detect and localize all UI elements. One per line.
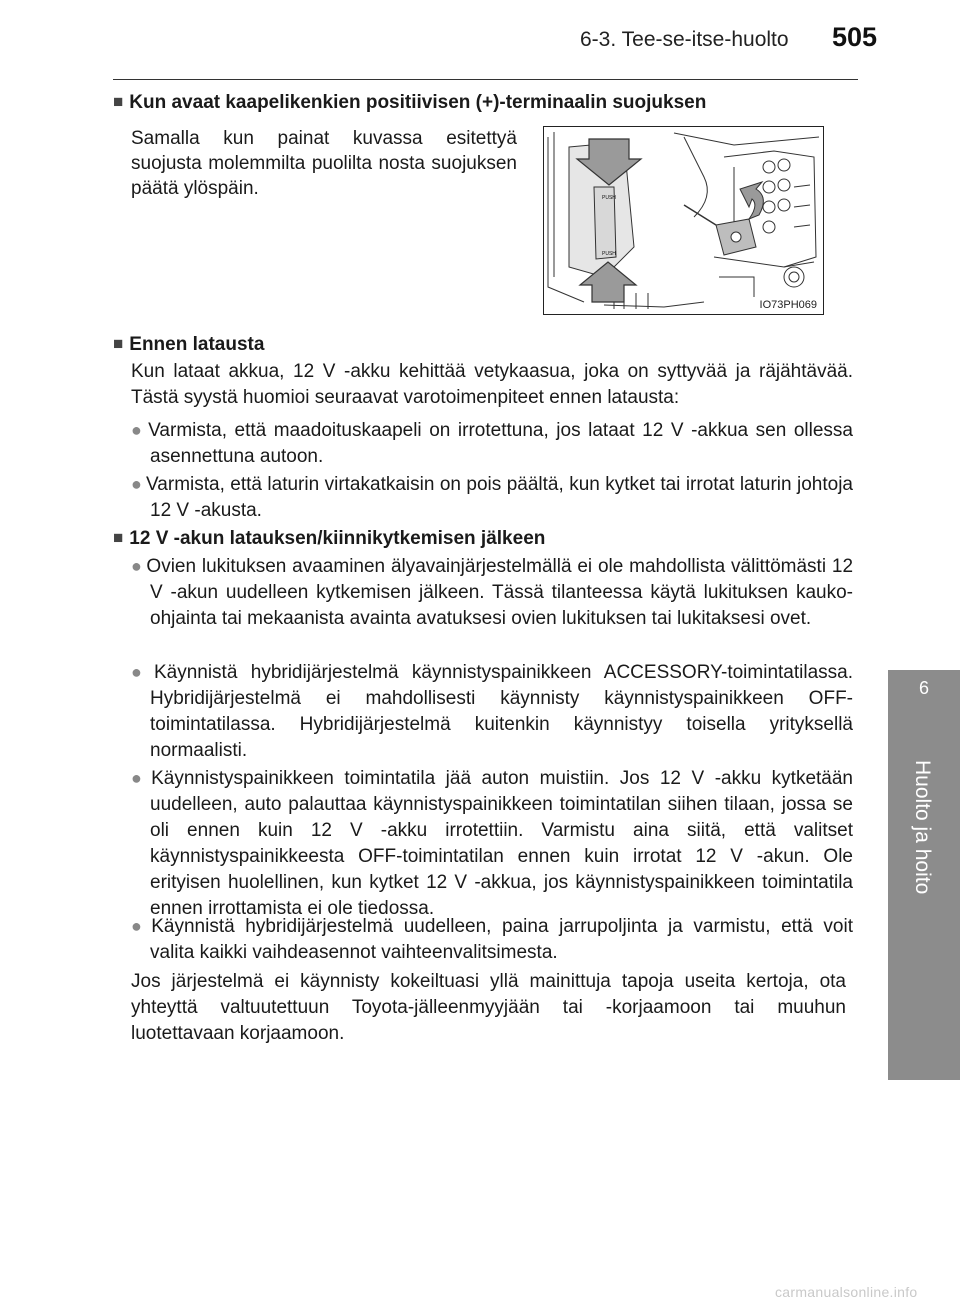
round-bullet-icon: ● xyxy=(131,420,145,440)
after-bullet-4: ●Käynnistä hybridijärjestelmä uudelleen,… xyxy=(131,913,853,966)
watermark: carmanualsonline.info xyxy=(775,1284,918,1300)
header-divider xyxy=(113,79,858,80)
heading-before-charging: ■ Ennen latausta xyxy=(113,332,858,358)
bullet-text: Käynnistä hybridijärjestelmä käynnistysp… xyxy=(150,662,853,761)
push-label-top: PUSH xyxy=(602,195,616,201)
before-bullet-2: ●Varmista, että laturin virtakatkaisin o… xyxy=(131,471,853,524)
up-arrow-icon xyxy=(578,261,638,303)
heading-text: 12 V -akun latauksen/kiinnikytkemisen jä… xyxy=(129,528,546,549)
round-bullet-icon: ● xyxy=(131,556,143,576)
chapter-tab: 6 Huolto ja hoito xyxy=(888,670,960,1080)
page-number: 505 xyxy=(832,22,878,52)
after-bullet-3: ●Käynnistyspainikkeen toimintatila jää a… xyxy=(131,765,853,922)
bullet-text: Käynnistä hybridijärjestelmä uudelleen, … xyxy=(150,916,853,963)
chapter-number: 6 xyxy=(918,678,929,698)
after-bullet-1: ●Ovien lukituksen avaaminen älyavainjärj… xyxy=(131,553,853,632)
closing-paragraph: Jos järjestelmä ei käynnisty kokeiltuasi… xyxy=(131,971,846,1044)
lift-arrow-icon xyxy=(739,180,764,221)
figure-id: IO73PH069 xyxy=(759,299,817,311)
round-bullet-icon: ● xyxy=(131,768,148,788)
round-bullet-icon: ● xyxy=(131,916,148,936)
cover-instruction: Samalla kun painat kuvassa esitettyä suo… xyxy=(131,128,517,199)
after-bullet-2: ●Käynnistä hybridijärjestelmä käynnistys… xyxy=(131,659,853,764)
square-bullet-icon: ■ xyxy=(113,334,124,353)
bullet-text: Ovien lukituksen avaaminen älyavainjärje… xyxy=(146,556,854,629)
heading-text: Ennen latausta xyxy=(129,334,265,355)
before-intro: Kun lataat akkua, 12 V -akku kehittää ve… xyxy=(131,361,853,408)
heading-text: Kun avaat kaapelikenkien positiivisen (+… xyxy=(129,92,707,113)
chapter-title: Huolto ja hoito xyxy=(911,760,934,895)
bullet-text: Käynnistyspainikkeen toimintatila jää au… xyxy=(150,768,853,919)
heading-after-charging: ■ 12 V -akun latauksen/kiinnikytkemisen j… xyxy=(113,526,858,552)
before-bullet-1: ●Varmista, että maadoituskaapeli on irro… xyxy=(131,417,853,470)
bullet-text: Varmista, että laturin virtakatkaisin on… xyxy=(146,474,853,521)
heading-cover: ■ Kun avaat kaapelikenkien positiivisen (… xyxy=(113,90,858,116)
round-bullet-icon: ● xyxy=(131,662,150,682)
battery-cover-figure: PUSH PUSH IO73PH069 xyxy=(543,126,824,315)
push-label-bottom: PUSH xyxy=(602,251,616,257)
bullet-text: Varmista, että maadoituskaapeli on irrot… xyxy=(148,420,853,467)
battery-illustration: PUSH PUSH xyxy=(547,132,820,309)
square-bullet-icon: ■ xyxy=(113,528,124,547)
round-bullet-icon: ● xyxy=(131,474,143,494)
down-arrow-icon xyxy=(575,138,643,186)
section-title: 6-3. Tee-se-itse-huolto xyxy=(580,28,789,51)
square-bullet-icon: ■ xyxy=(113,92,124,111)
